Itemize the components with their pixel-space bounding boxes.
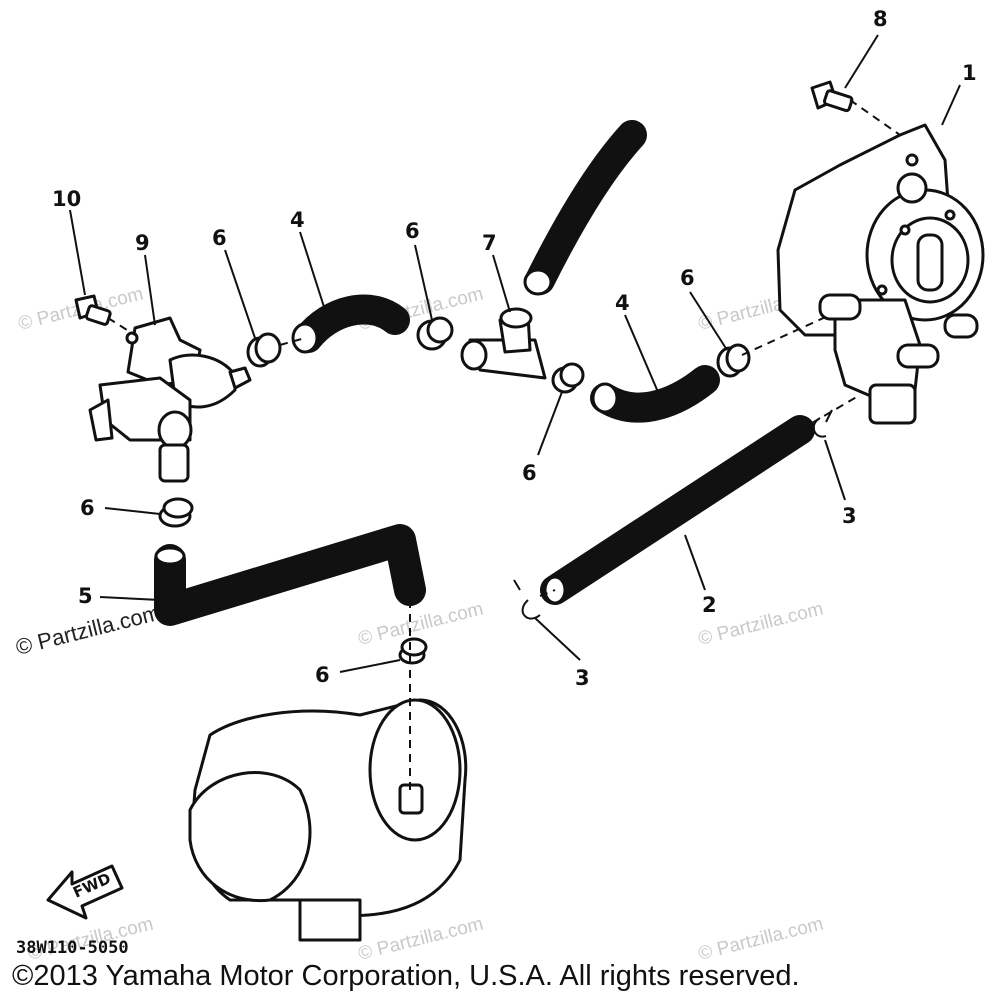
copyright-notice: ©2013 Yamaha Motor Corporation, U.S.A. A… [12, 960, 800, 992]
leader-lines [69, 34, 961, 673]
watermark: © Partzilla.com [356, 914, 485, 965]
callout-8: 8 [873, 7, 888, 31]
fuel-pump [776, 123, 985, 425]
callout-5: 5 [78, 584, 93, 608]
assembly-line [107, 317, 136, 336]
clip-3b [513, 579, 541, 620]
clamp-6c [551, 362, 585, 394]
callout-6: 6 [522, 461, 537, 485]
callout-1: 1 [962, 61, 977, 85]
callout-6: 6 [405, 219, 420, 243]
clamp-6e [158, 497, 194, 528]
callout-3: 3 [575, 666, 590, 690]
callout-4: 4 [290, 208, 305, 232]
t-joint [460, 307, 547, 380]
vent-hose [523, 120, 647, 296]
assembly-line [849, 99, 901, 136]
bolt-8 [810, 80, 854, 113]
assembly-line [539, 589, 556, 597]
assembly-line [799, 394, 861, 431]
hose-4-left [291, 294, 410, 354]
hose-4-right [590, 365, 720, 423]
bolt-10 [74, 294, 112, 326]
callout-6: 6 [680, 266, 695, 290]
hose-2 [540, 415, 815, 605]
watermark: © Partzilla.com [696, 914, 825, 965]
callout-3: 3 [842, 504, 857, 528]
fuel-cock [88, 316, 252, 483]
callout-9: 9 [135, 231, 150, 255]
clamp-6f [398, 637, 428, 665]
clamp-6b [416, 316, 454, 351]
callout-6: 6 [315, 663, 330, 687]
diagram-code: 38W110-5050 [16, 938, 129, 958]
callout-10: 10 [52, 187, 81, 211]
callout-6: 6 [80, 496, 95, 520]
hose-5 [154, 524, 426, 626]
callout-6: 6 [212, 226, 227, 250]
clamp-6a [246, 332, 282, 368]
fwd-arrow-icon: FWD [46, 864, 124, 920]
carburetor [188, 698, 468, 942]
callout-4: 4 [615, 291, 630, 315]
clamp-6d [716, 343, 751, 378]
callout-7: 7 [482, 231, 497, 255]
assembly-line [741, 314, 831, 356]
callout-2: 2 [702, 593, 717, 617]
assembly-line [279, 337, 306, 346]
watermark-dark: © Partzilla.com [13, 600, 163, 660]
